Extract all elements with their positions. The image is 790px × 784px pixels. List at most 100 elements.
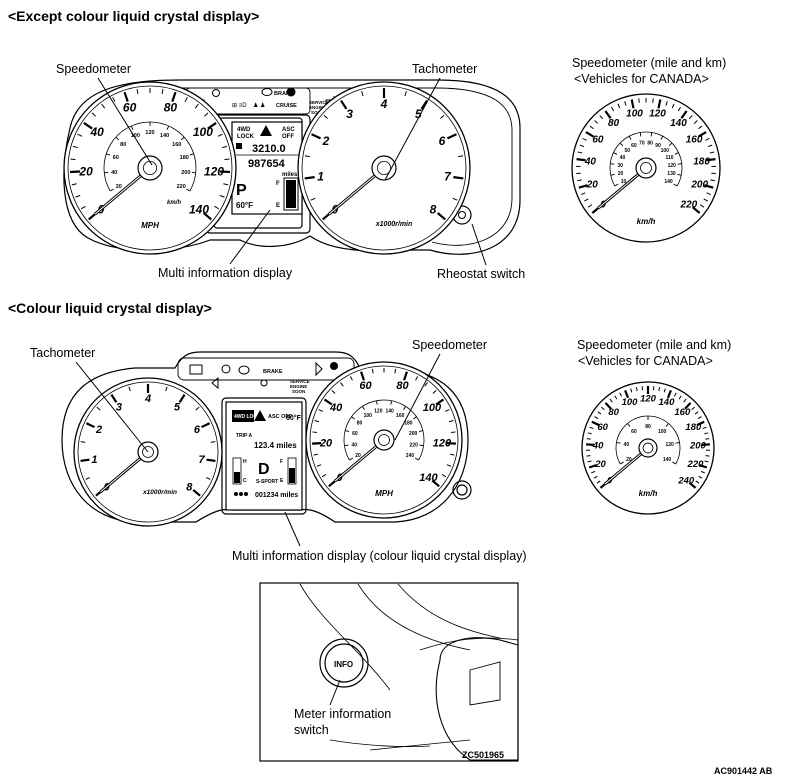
minor-tick [194,103,199,109]
inner-tick-label: 140 [663,457,672,463]
minor-tick [678,395,682,400]
minor-tick [699,204,705,208]
tick-label: 60 [359,380,372,392]
minor-tick [91,112,97,117]
inner-tick-label: 20 [355,453,361,459]
inner-tick [673,183,678,187]
lcd-top: 4WD LOCK ASC OFF 3210.0 987654 miles P 6… [236,125,300,211]
inner-tick [614,183,619,187]
tick-label: 100 [423,402,442,414]
inner-tick [672,461,676,465]
unit-label: x1000r/min [375,221,413,228]
lcd-off: OFF [282,134,294,140]
tick-label: 80 [164,101,178,115]
minor-tick [594,416,599,420]
unit-label: MPH [141,221,159,230]
tick-label: 20 [594,459,606,470]
minor-tick [691,406,695,411]
inner-tick-label: 100 [364,413,373,419]
minor-tick [624,101,627,106]
lcd-c-trip-label: TRIP A [236,433,253,439]
major-tick [446,133,457,140]
lcd-c-f: F [280,459,283,465]
inner-tick [668,142,673,147]
inner-tick [677,173,682,176]
minor-tick [415,376,419,381]
speedometer-colour: 0204060801001201402040608010012014016018… [305,361,463,519]
inner-tick-label: 20 [116,184,122,190]
warning-icons-colour [189,361,338,390]
minor-tick [611,106,615,112]
label-multi-info-display: Multi information display [158,266,293,280]
tick-label: 180 [693,156,710,167]
inner-tick [351,416,355,420]
tick-label: 100 [626,109,643,120]
inner-tick [616,442,621,444]
tick-label: 120 [640,393,657,404]
minor-tick [314,420,320,423]
lcd-asc: ASC [282,127,295,133]
major-tick [453,176,464,180]
major-tick [323,398,333,406]
tick-label: 180 [685,422,702,433]
minor-tick [663,388,666,393]
major-tick [578,184,588,189]
temp-bar [234,472,240,483]
inner-tick-label: 110 [665,155,673,161]
svg-text:SOON: SOON [292,389,305,394]
tick-label: 3 [346,107,353,121]
inner-tick [414,457,419,461]
fog-icons-text: ⊞ ≡D [232,103,247,109]
inner-tick-label: 30 [617,163,623,169]
major-tick [680,110,688,119]
minor-tick [589,426,594,430]
label-vehicles-canada-colour: <Vehicles for CANADA> [578,354,713,368]
minor-tick [394,368,397,374]
brake-circle-icon [261,88,273,96]
tick-label: 6 [194,424,201,436]
minor-tick [593,475,598,479]
speedometer-canada-top: 0204060801001201401601802002201020304050… [571,93,721,243]
major-tick [328,479,337,488]
major-tick [123,91,129,102]
leader-speedometer-colour [394,353,441,441]
major-tick [207,122,217,130]
inner-tick-label: 60 [113,155,119,161]
minor-tick [310,197,316,201]
minor-tick [597,411,602,415]
major-tick [591,420,600,427]
minor-tick [665,101,668,106]
major-tick [80,458,90,462]
tick-label: 2 [95,424,102,436]
minor-tick [630,388,633,393]
tick-label: 20 [319,438,333,450]
minor-tick [677,106,681,112]
minor-tick [371,368,374,374]
minor-tick [224,158,230,161]
tick-label: 40 [584,156,597,167]
leader-multi-info-colour [284,511,301,547]
minor-tick [688,115,693,120]
inner-tick [106,153,111,156]
inner-tick [375,400,378,405]
major-tick [604,110,612,119]
inner-tick-label: 120 [665,442,674,448]
minor-tick [321,474,327,478]
tick-label: 220 [680,199,698,210]
label-speedometer-canada: Speedometer (mile and km) [572,56,727,70]
minor-tick [71,183,77,186]
tick-label: 240 [677,475,695,486]
label-speedometer-canada-colour: Speedometer (mile and km) [577,338,732,352]
minor-tick [80,205,86,210]
minor-tick [698,125,703,130]
cruise-text-top: CRUISE [276,103,297,109]
inner-tick-label: 90 [655,143,661,149]
lcd-c-ascoff: ASC OFF [268,414,293,420]
tachometer-top: 012345678x1000r/min [297,81,471,255]
major-tick [698,463,708,469]
unit-label: x1000r/min [142,489,177,496]
minor-tick [75,194,81,198]
minor-tick [705,455,710,457]
inner-tick [166,125,170,130]
